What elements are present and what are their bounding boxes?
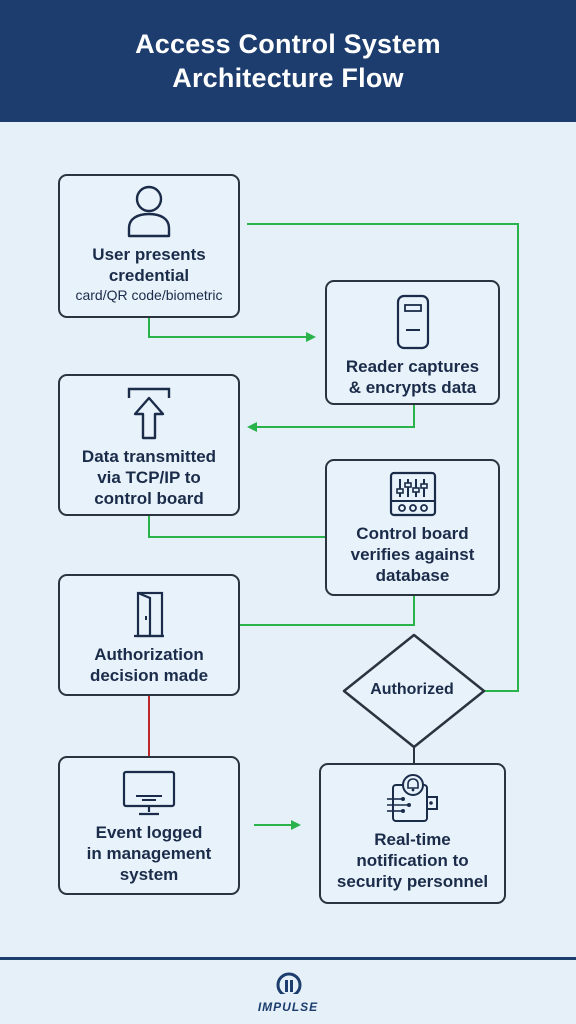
control-panel-icon — [389, 471, 436, 517]
step-event-logged: Event logged in management system — [58, 756, 240, 895]
logged-step-label-2: in management — [86, 844, 212, 863]
upload-arrow-icon — [127, 387, 171, 440]
authorized-label: Authorized — [370, 681, 454, 698]
notification-icon — [386, 774, 438, 822]
step-user-presents-credential: User presents credential card/QR code/bi… — [58, 174, 240, 318]
connector-authorized-loop — [247, 223, 519, 692]
impulse-logo-text: IMPULSE — [257, 1000, 319, 1014]
verify-step-label-2: verifies against — [350, 545, 475, 564]
connector-user-to-reader — [148, 317, 316, 342]
authorized-diamond — [342, 633, 486, 749]
verify-step-label-3: database — [375, 566, 450, 585]
decision-step-label-2: decision made — [89, 666, 209, 685]
monitor-icon — [122, 770, 176, 816]
notify-step-label-1: Real-time — [374, 830, 451, 849]
user-step-sublabel: card/QR code/biometric — [75, 287, 223, 303]
transmit-step-label-2: via TCP/IP to — [97, 468, 201, 487]
impulse-logo — [276, 972, 302, 998]
footer-divider — [0, 957, 576, 960]
card-reader-icon — [396, 294, 429, 350]
notify-step-label-3: security personnel — [336, 872, 489, 891]
page-title-line-2: Architecture Flow — [172, 63, 404, 93]
connector-reader-to-transmit — [247, 405, 415, 432]
decision-step-label-1: Authorization — [94, 645, 204, 664]
user-step-label-1: User presents — [92, 245, 206, 264]
logged-step-label-3: system — [119, 865, 179, 884]
step-authorization-decision: Authorization decision made — [58, 574, 240, 696]
transmit-step-label-3: control board — [94, 489, 204, 508]
connector-transmit-to-verify — [148, 516, 325, 538]
logged-step-label-1: Event logged — [95, 823, 203, 842]
user-step-label-2: credential — [108, 266, 190, 285]
connector-verify-to-decision — [240, 596, 415, 626]
transmit-step-label-1: Data transmitted — [81, 447, 217, 466]
page-title-line-1: Access Control System — [135, 29, 441, 59]
step-data-transmitted: Data transmitted via TCP/IP to control b… — [58, 374, 240, 516]
reader-step-label-2: & encrypts data — [348, 378, 477, 397]
step-reader-captures: Reader captures & encrypts data — [325, 280, 500, 405]
notify-step-label-2: notification to — [356, 851, 469, 870]
step-control-board-verifies: Control board verifies against database — [325, 459, 500, 596]
header-banner: Access Control System Architecture Flow — [0, 0, 576, 122]
verify-step-label-1: Control board — [356, 524, 469, 543]
door-icon — [134, 591, 164, 638]
user-icon — [127, 185, 171, 238]
step-realtime-notification: Real-time notification to security perso… — [319, 763, 506, 904]
reader-step-label-1: Reader captures — [345, 357, 480, 376]
